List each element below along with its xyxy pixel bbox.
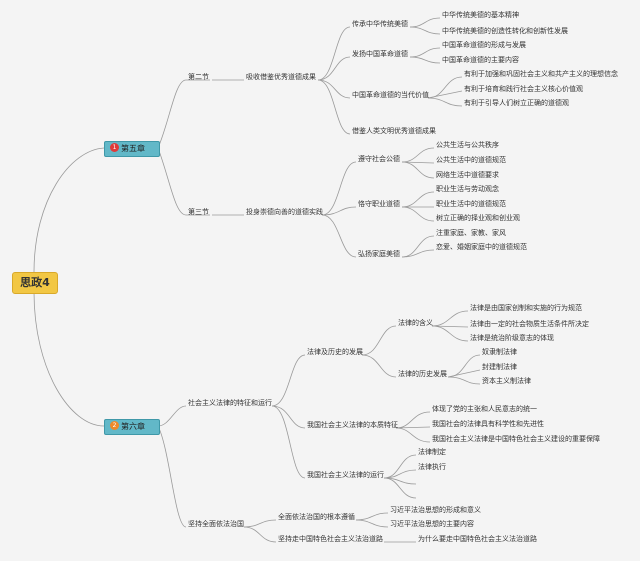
sec3-item-node[interactable]: 恪守职业道德 [358,200,400,208]
leaf-node[interactable]: 网络生活中道德要求 [436,171,499,179]
ch6-item-node[interactable]: 全面依法治国的根本遵循 [278,513,355,521]
leaf-node[interactable]: 职业生活与劳动观念 [436,185,499,193]
ch6-topic-node[interactable]: 社会主义法律的特征和运行 [188,399,272,407]
leaf-node[interactable]: 树立正确的择业观和创业观 [436,214,520,222]
leaf-node[interactable]: 奴隶制法律 [482,348,517,356]
leaf-node[interactable]: 中华传统美德的创造性转化和创新性发展 [442,27,568,35]
leaf-node[interactable]: 体现了党的主张和人民意志的统一 [432,405,537,413]
leaf-node[interactable]: 中华传统美德的基本精神 [442,11,519,19]
leaf-node[interactable]: 法律是统治阶级意志的体现 [470,334,554,342]
leaf-node[interactable]: 习近平法治思想的形成和意义 [390,506,481,514]
sec2-item-node[interactable]: 传承中华传统美德 [352,20,408,28]
leaf-node[interactable]: 资本主义制法律 [482,377,531,385]
section-3-node[interactable]: 第三节 [188,208,209,216]
sec3-item-node[interactable]: 遵守社会公德 [358,155,400,163]
leaf-node[interactable]: 职业生活中的道德规范 [436,200,506,208]
law-history-node[interactable]: 法律的历史发展 [398,370,447,378]
chapter-6-label: 第六章 [121,422,145,431]
leaf-node[interactable]: 我国社会的法律具有科学性和先进性 [432,420,544,428]
leaf-node[interactable]: 恋爱、婚姻家庭中的道德规范 [436,243,527,251]
leaf-node[interactable]: 法律执行 [418,463,446,471]
section-2-node[interactable]: 第二节 [188,73,209,81]
ch6-item-node[interactable]: 我国社会主义法律的运行 [307,471,384,479]
chapter-5-badge: 1 [110,143,119,152]
leaf-node[interactable]: 注重家庭、家教、家风 [436,229,506,237]
leaf-node[interactable]: 我国社会主义法律是中国特色社会主义建设的重要保障 [432,435,600,443]
leaf-node[interactable]: 公共生活中的道德规范 [436,156,506,164]
leaf-node[interactable]: 法律由一定的社会物质生活条件所决定 [470,320,589,328]
leaf-node[interactable]: 封建制法律 [482,363,517,371]
ch6-topic-node[interactable]: 坚持全面依法治国 [188,520,244,528]
chapter-5-label: 第五章 [121,144,145,153]
sec3-item-node[interactable]: 弘扬家庭美德 [358,250,400,258]
leaf-node[interactable]: 有利于引导人们树立正确的道德观 [464,99,569,107]
sec3-topic-node[interactable]: 投身崇德向善的道德实践 [246,208,323,216]
ch6-item-node[interactable]: 我国社会主义法律的本质特征 [307,421,398,429]
leaf-node[interactable]: 公共生活与公共秩序 [436,141,499,149]
leaf-node[interactable]: 法律制定 [418,448,446,456]
leaf-node[interactable]: 为什么要走中国特色社会主义法治道路 [418,535,537,543]
ch6-item-node[interactable]: 坚持走中国特色社会主义法治道路 [278,535,383,543]
sec2-item-node[interactable]: 中国革命道德的当代价值 [352,91,429,99]
chapter-6-badge: 2 [110,421,119,430]
sec2-item-node[interactable]: 发扬中国革命道德 [352,50,408,58]
law-meaning-node[interactable]: 法律的含义 [398,319,433,327]
root-node[interactable]: 思政4 [12,272,58,294]
leaf-node[interactable]: 法律是由国家创制和实施的行为规范 [470,304,582,312]
sec2-item-node[interactable]: 借鉴人类文明优秀道德成果 [352,127,436,135]
sec2-topic-node[interactable]: 吸收借鉴优秀道德成果 [246,73,316,81]
leaf-node[interactable]: 习近平法治思想的主要内容 [390,520,474,528]
leaf-node[interactable]: 中国革命道德的形成与发展 [442,41,526,49]
leaf-node[interactable]: 有利于培育和践行社会主义核心价值观 [464,85,583,93]
leaf-node[interactable]: 有利于加强和巩固社会主义和共产主义的理想信念 [464,70,618,78]
ch6-item-node[interactable]: 法律及历史的发展 [307,348,363,356]
leaf-node[interactable]: 中国革命道德的主要内容 [442,56,519,64]
